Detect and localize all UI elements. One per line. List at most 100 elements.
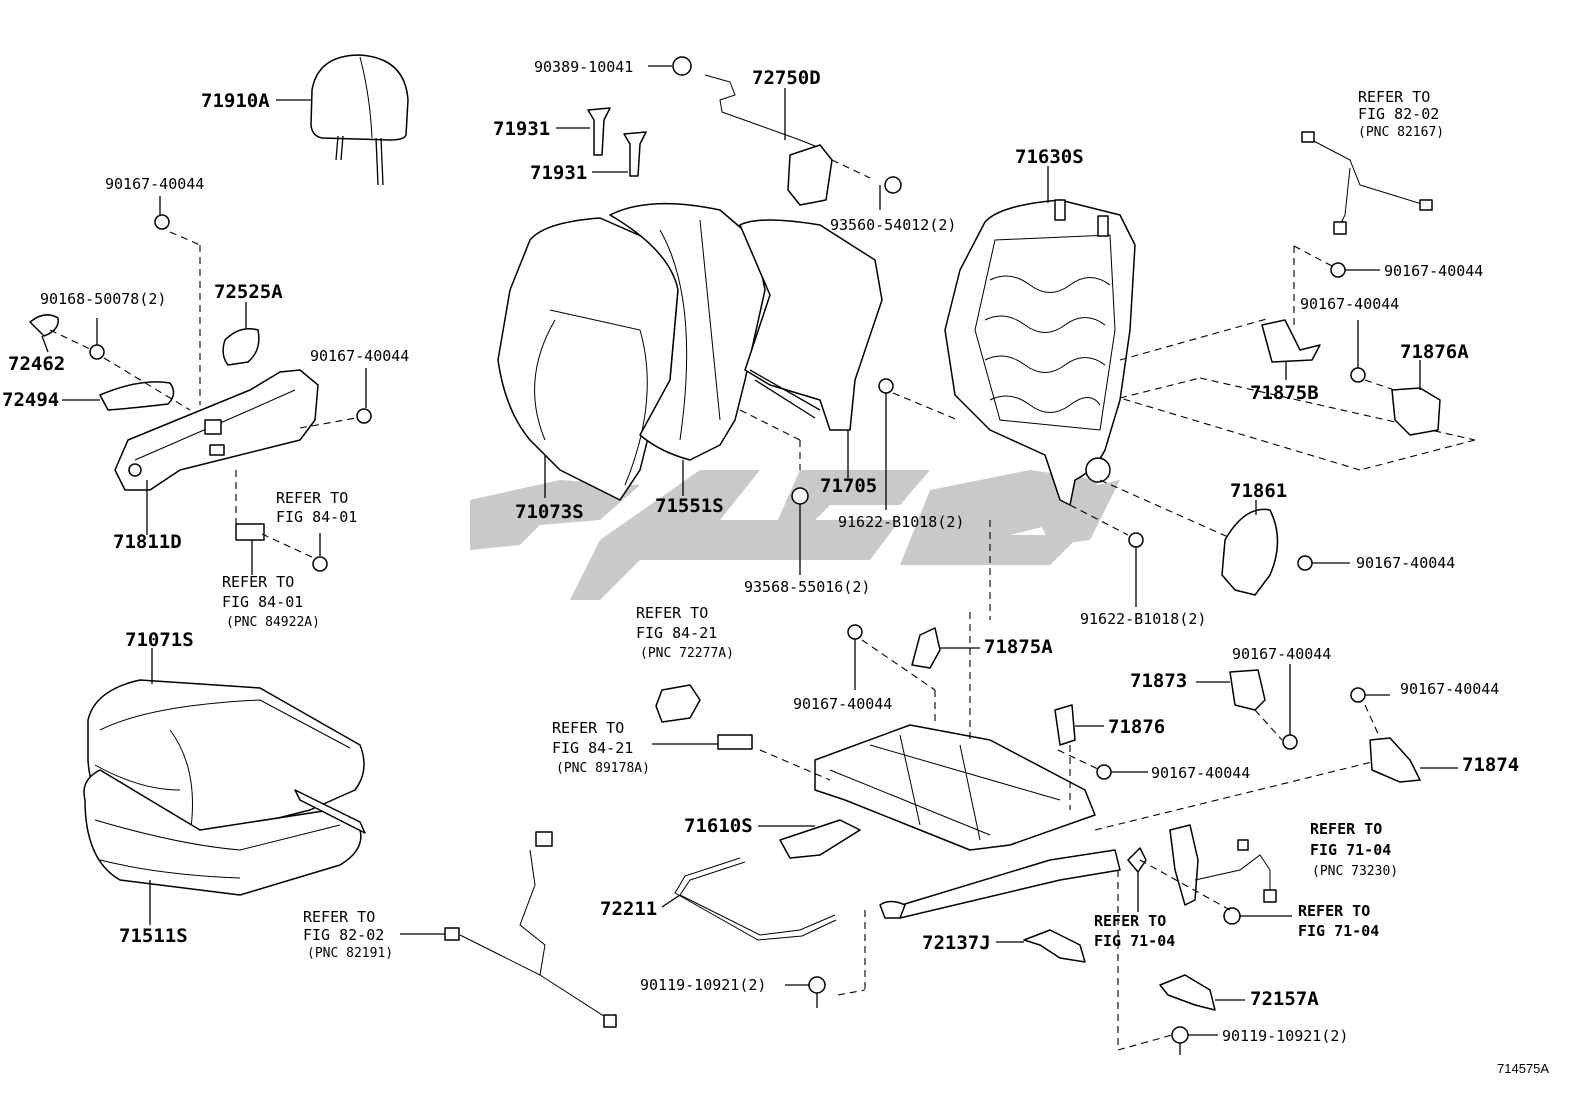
bracket-71875A — [911, 627, 941, 669]
label-72157A: 72157A — [1250, 988, 1319, 1010]
label-90167-i: 90167-40044 — [1151, 764, 1250, 782]
bracket-71873 — [1229, 669, 1266, 711]
label-72462: 72462 — [8, 353, 65, 375]
ref-84-01-a-line1: REFER TO — [276, 489, 348, 507]
ref-71-04-c-line2: FIG 71-04 — [1094, 932, 1175, 950]
pin-71931-a — [587, 107, 611, 156]
seatback-cover — [497, 217, 679, 501]
bolt-91622-b — [1128, 532, 1144, 607]
bracket-71874 — [1369, 737, 1421, 783]
diagram-code: 714575A — [1497, 1061, 1549, 1076]
label-71610S: 71610S — [684, 815, 753, 837]
label-90167-e: 90167-40044 — [1356, 554, 1455, 572]
label-71876: 71876 — [1108, 716, 1165, 738]
label-71873: 71873 — [1130, 670, 1187, 692]
clip-90389 — [672, 56, 692, 76]
labels: 71910A 90167-40044 90168-50078(2) 72525A… — [2, 58, 1549, 1076]
connector-72277A — [655, 684, 701, 723]
label-72494: 72494 — [2, 389, 59, 411]
label-71630S: 71630S — [1015, 146, 1084, 168]
bolt-91622-a — [878, 378, 894, 510]
seatback-frame — [944, 199, 1136, 506]
ref-82-02-b-line1: REFER TO — [303, 908, 375, 926]
ref-84-01-a-line2: FIG 84-01 — [276, 508, 357, 526]
label-71705: 71705 — [820, 475, 877, 497]
shield-connector — [235, 470, 328, 575]
screw-90167-d — [1350, 320, 1366, 383]
wire-72211 — [679, 861, 836, 936]
harness-82167 — [1301, 131, 1433, 235]
screw-90167-b — [356, 368, 372, 424]
ref-84-21-a-line1: REFER TO — [636, 604, 708, 622]
seatback-pad — [609, 202, 766, 461]
ref-82-02-a-line3: (PNC 82167) — [1358, 125, 1444, 140]
label-90389: 90389-10041 — [534, 58, 633, 76]
label-71071S: 71071S — [125, 629, 194, 651]
label-90167-b: 90167-40044 — [310, 347, 409, 365]
label-90167-c: 90167-40044 — [1384, 262, 1483, 280]
label-71876A: 71876A — [1400, 341, 1469, 363]
cover-71861 — [1221, 508, 1279, 596]
ref-71-04-b-line2: FIG 71-04 — [1298, 922, 1379, 940]
label-90167-d: 90167-40044 — [1300, 295, 1399, 313]
ref-84-21-a-line3: (PNC 72277A) — [640, 646, 734, 661]
ref-84-21-b-line2: FIG 84-21 — [552, 739, 633, 757]
bolt-90168 — [89, 318, 105, 360]
label-72750D: 72750D — [752, 67, 821, 89]
screw-90167-c — [1330, 262, 1380, 278]
bolt-90119-a — [785, 976, 826, 1008]
ref-84-21-a-line2: FIG 84-21 — [636, 624, 717, 642]
ref-82-02-a-line2: FIG 82-02 — [1358, 105, 1439, 123]
label-72137J: 72137J — [922, 932, 991, 954]
screw-90167-h — [1350, 687, 1390, 703]
label-90167-a: 90167-40044 — [105, 175, 204, 193]
screw-90167-a — [154, 196, 170, 230]
label-71551S: 71551S — [655, 495, 724, 517]
label-71073S: 71073S — [515, 501, 584, 523]
label-71861: 71861 — [1230, 480, 1287, 502]
harness-82191 — [444, 831, 617, 1028]
knob-72462 — [29, 314, 59, 337]
label-91622-a: 91622-B1018(2) — [838, 513, 964, 531]
screw-90167-i — [1096, 764, 1148, 780]
seatbelt-buckle — [1127, 824, 1292, 925]
seat-track — [779, 724, 1121, 919]
ref-71-04-a-line2: FIG 71-04 — [1310, 841, 1391, 859]
cover-72525A — [222, 328, 260, 366]
label-72525A: 72525A — [214, 281, 283, 303]
ref-82-02-a-line1: REFER TO — [1358, 88, 1430, 106]
cable-72750D — [704, 74, 833, 206]
label-71511S: 71511S — [119, 925, 188, 947]
ref-84-21-b-line1: REFER TO — [552, 719, 624, 737]
screw-90167-f — [847, 624, 863, 690]
seatback-board — [739, 219, 883, 431]
ref-71-04-a-line1: REFER TO — [1310, 820, 1382, 838]
side-shield — [114, 369, 319, 491]
label-71910A: 71910A — [201, 90, 270, 112]
screw-90167-g — [1282, 664, 1298, 750]
label-90119-b: 90119-10921(2) — [1222, 1027, 1348, 1045]
lever-72494 — [99, 381, 175, 411]
label-90167-f: 90167-40044 — [793, 695, 892, 713]
bracket-71875B — [1261, 319, 1321, 363]
label-90119-a: 90119-10921(2) — [640, 976, 766, 994]
ref-84-01-b-line2: FIG 84-01 — [222, 593, 303, 611]
ref-84-01-b-line1: REFER TO — [222, 573, 294, 591]
label-71931-b: 71931 — [530, 162, 587, 184]
ref-84-01-b-line3: (PNC 84922A) — [226, 615, 320, 630]
label-71811D: 71811D — [113, 531, 182, 553]
screw-93560 — [879, 176, 902, 210]
screw-93568 — [791, 487, 809, 575]
label-90168: 90168-50078(2) — [40, 290, 166, 308]
ref-71-04-c-line1: REFER TO — [1094, 912, 1166, 930]
ref-82-02-b-line3: (PNC 82191) — [307, 946, 393, 961]
label-71931-a: 71931 — [493, 118, 550, 140]
ref-82-02-b-line2: FIG 82-02 — [303, 926, 384, 944]
label-90167-h: 90167-40044 — [1400, 680, 1499, 698]
label-91622-b: 91622-B1018(2) — [1080, 610, 1206, 628]
cover-72157A — [1159, 974, 1216, 1011]
label-72211: 72211 — [600, 898, 657, 920]
bracket-71876A — [1391, 387, 1441, 436]
label-71874: 71874 — [1462, 754, 1519, 776]
